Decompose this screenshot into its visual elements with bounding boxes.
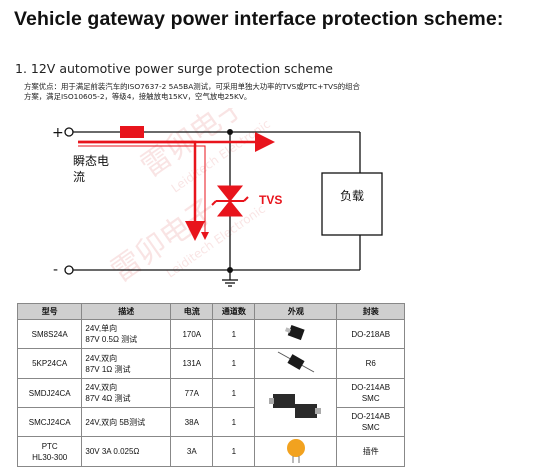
cell-current: 131A — [170, 348, 214, 379]
advantage-line-2: 方案，满足ISO10605-2，等级4，接触放电15KV，空气放电25KV。 — [24, 92, 252, 101]
col-current: 电流 — [170, 303, 214, 320]
page-title: Vehicle gateway power interface protecti… — [14, 8, 504, 30]
minus-terminal-label: - — [53, 262, 58, 278]
cell-package: DO-218AB — [336, 319, 405, 349]
surge-current-label-2: 流 — [73, 170, 85, 184]
smc-package-icon — [268, 394, 321, 418]
col-channels: 通道数 — [212, 303, 256, 320]
cell-appearance — [254, 319, 338, 349]
surge-current-arrows — [78, 132, 275, 241]
minus-terminal — [64, 265, 74, 275]
cell-package: R6 — [336, 348, 405, 379]
cell-description: 30V 3A 0.025Ω — [81, 436, 172, 467]
cell-appearance — [254, 378, 338, 437]
cell-current: 38A — [170, 407, 214, 437]
cell-appearance — [254, 436, 338, 467]
plus-terminal — [64, 127, 74, 137]
ptc-fuse-element — [120, 126, 144, 138]
col-model: 型号 — [16, 303, 83, 320]
surge-current-label-1: 瞬态电 — [73, 154, 109, 168]
cell-model: SMDJ24CA — [16, 378, 83, 408]
section-title: 1. 12V automotive power surge protection… — [15, 61, 333, 76]
cell-model: SMCJ24CA — [16, 407, 83, 437]
col-package: 封装 — [336, 303, 405, 320]
ground-symbol — [222, 270, 238, 287]
scheme-advantages: 方案优点：用于满足前装汽车的ISO7637-2 5A5BA测试，可采用单独大功率… — [24, 82, 444, 102]
col-appearance: 外观 — [254, 303, 338, 320]
cell-channels: 1 — [212, 436, 256, 467]
surge-protection-diagram: + - 负载 TVS 瞬态电 流 — [52, 125, 383, 287]
cell-channels: 1 — [212, 378, 256, 408]
cell-model: SM8S24A — [16, 319, 83, 349]
col-description: 描述 — [81, 303, 172, 320]
plus-terminal-label: + — [52, 125, 64, 141]
tvs-diode-symbol — [211, 185, 249, 217]
cell-current: 170A — [170, 319, 214, 349]
ptc-radial-package-icon — [286, 439, 305, 463]
cell-description: 24V,双向 5B测试 — [81, 407, 172, 437]
advantage-line-1: 方案优点：用于满足前装汽车的ISO7637-2 5A5BA测试，可采用单独大功率… — [24, 82, 360, 91]
cell-model: 5KP24CA — [16, 348, 83, 379]
load-label: 负载 — [340, 189, 364, 203]
table-header-row: 型号 描述 电流 通道数 外观 封装 — [16, 303, 405, 320]
load-box — [321, 172, 383, 236]
cell-channels: 1 — [212, 407, 256, 437]
r6-axial-package-icon — [277, 351, 315, 373]
do218ab-package-icon — [284, 324, 305, 340]
cell-current: 77A — [170, 378, 214, 408]
cell-channels: 1 — [212, 348, 256, 379]
tvs-label: TVS — [259, 193, 282, 207]
cell-package: 插件 — [336, 436, 405, 467]
cell-appearance — [254, 348, 338, 379]
cell-current: 3A — [170, 436, 214, 467]
cell-channels: 1 — [212, 319, 256, 349]
